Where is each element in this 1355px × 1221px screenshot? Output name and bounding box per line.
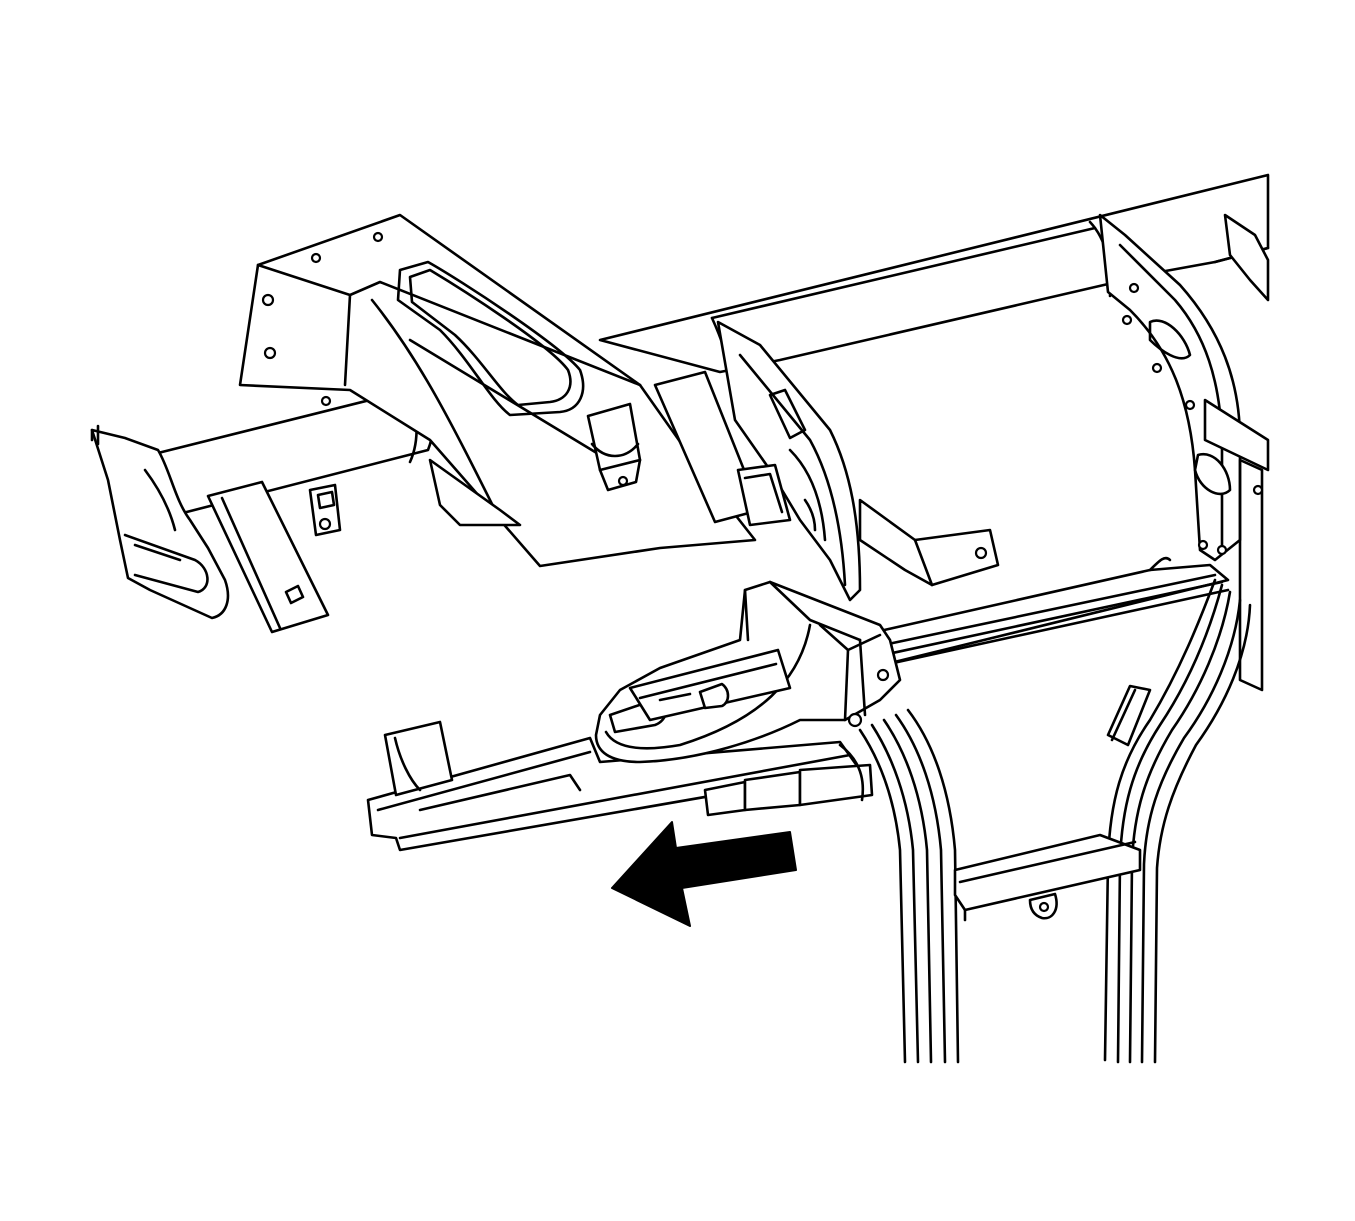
lower-cross-rail (818, 556, 1230, 670)
steering-support-bracket (238, 213, 762, 568)
left-frame-rails (858, 708, 960, 1064)
front-bracket-plate (206, 480, 330, 634)
center-upright-bracket (716, 320, 862, 602)
right-end-plate (1098, 213, 1270, 692)
front-lower-rail (366, 720, 862, 852)
direction-arrow-icon (611, 821, 797, 927)
right-frame-rails (1103, 578, 1252, 1064)
tube-mount-tab (308, 483, 342, 537)
left-end-bracket (90, 424, 230, 620)
rear-mount-flange (858, 498, 1000, 587)
lower-crossmember (953, 833, 1142, 922)
center-support-bracket (594, 580, 902, 817)
